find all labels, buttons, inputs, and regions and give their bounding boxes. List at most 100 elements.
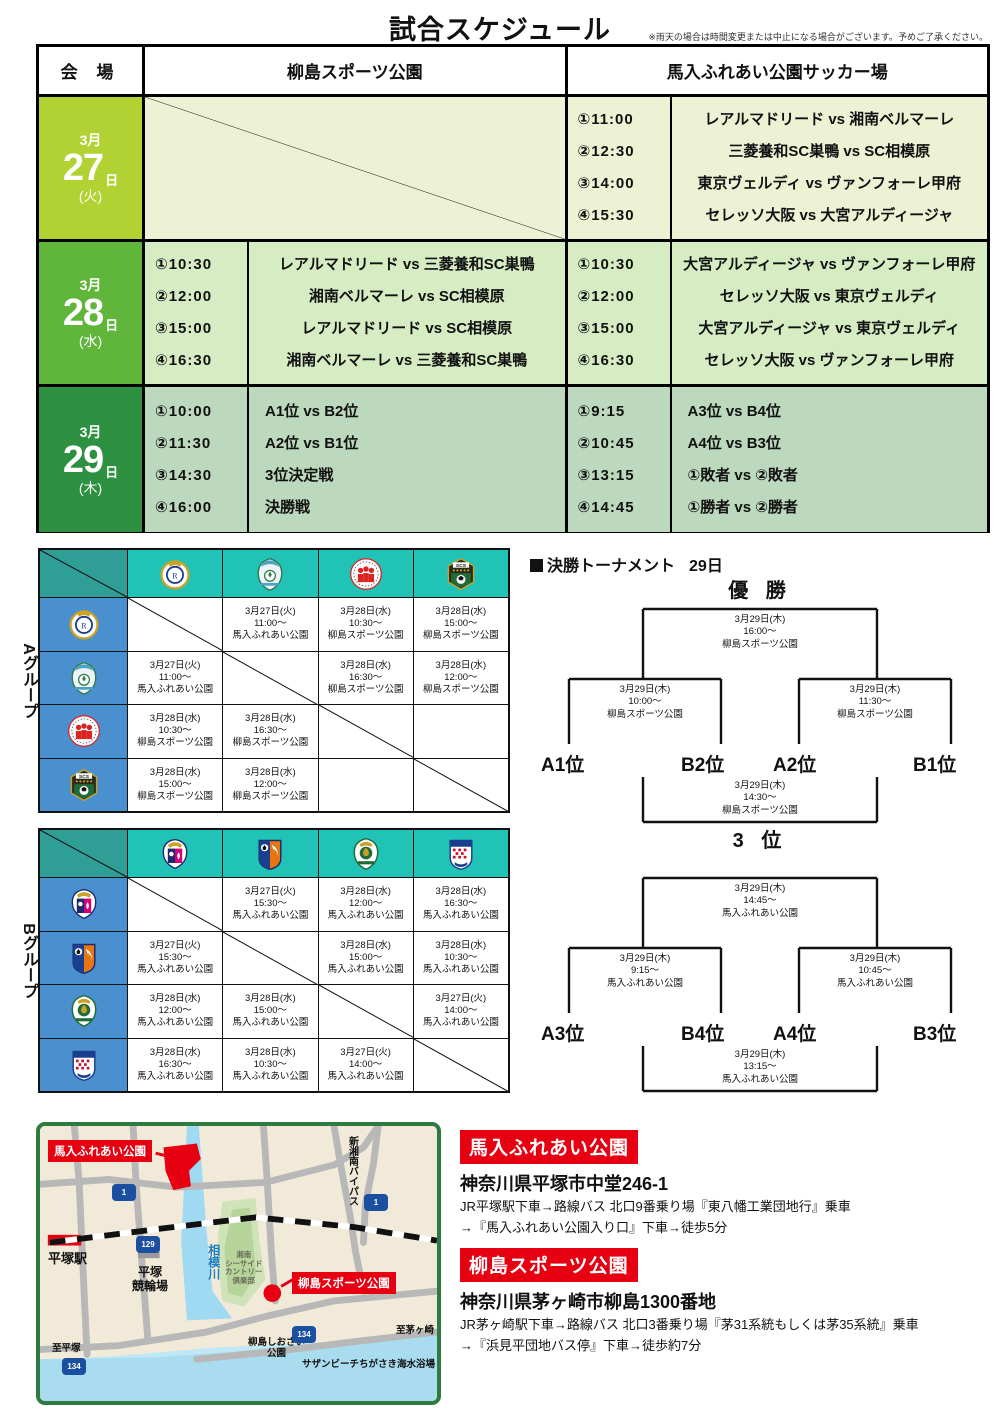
access-route-banyu-2: →『馬入ふれあい公園入り口』下車→徒歩5分 [460,1219,728,1235]
node-venue: 柳島スポーツ公園 [722,804,798,816]
group-b-matrix-wrap: Bグループ 3月27日(火)15:30〜馬入ふれあい公園 3月28日(水) 12:0… [10,828,510,1093]
match-teams: 3位決定戦 [265,466,334,484]
match-teams: ①勝者 vs ②勝者 [687,498,798,516]
seed-a2: A2位 [773,755,817,776]
venue-left-label: 柳島スポーツ公園 [145,47,568,94]
date-month: 3月 [79,277,102,293]
matrix-fixture-cell: 3月28日(水)15:00〜柳島スポーツ公園 [128,758,224,811]
map-label-banyu: 馬入ふれあい公園 [48,1140,152,1162]
matrix-fixture-cell: 3月28日(水)16:30〜柳島スポーツ公園 [319,651,414,704]
fixture-date: 3月28日(水) [340,886,391,898]
matrix-corner-cell [40,550,128,597]
match-time: ②12:00 [155,288,213,305]
crest-tokyo-verdy-icon [66,993,102,1029]
fixture-venue: 馬入ふれあい公園 [232,910,309,922]
fixture-venue: 馬入ふれあい公園 [232,1017,309,1029]
node-time: 14:30〜 [743,792,777,804]
crest-sc-sagamihara-icon: SCS [66,767,102,803]
crest-ventforet-kofu-icon [443,836,479,872]
fixture-venue: 馬入ふれあい公園 [232,630,309,642]
seed-a3: A3位 [541,1024,585,1045]
node-time: 14:45〜 [743,895,777,907]
match-teams: レアルマドリード vs 三菱養和SC巣鴨 [278,256,535,273]
crest-cerezo-osaka-icon [66,886,102,922]
fixture-date: 3月28日(水) [245,766,296,778]
date-day-unit: 日 [105,318,119,333]
match-teams: 東京ヴェルディ vs ヴァンフォーレ甲府 [697,175,962,192]
matrix-diagonal-cell [319,705,414,758]
fixture-time: 12:00〜 [253,778,288,790]
match-teams: A2位 vs B1位 [265,434,359,452]
match-time: ①9:15 [577,402,626,420]
matrix-diagonal-cell [128,878,224,931]
map-text-bypass: 新湘南バイパス [346,1136,358,1206]
access-map: 馬入ふれあい公園 柳島スポーツ公園 平塚駅 平塚 競輪場 相模川 湘南 シーサイ… [36,1122,441,1405]
match-time: ③14:30 [155,466,213,484]
match-time: ②12:30 [577,143,635,160]
node-venue: 柳島スポーツ公園 [607,708,683,720]
bracket-lines-bottom [567,876,953,1093]
node-date: 3月29日(木) [734,780,786,791]
node-venue: 柳島スポーツ公園 [722,638,798,650]
matrix-fixture-cell: 3月28日(水)15:00〜馬入ふれあい公園 [319,931,414,984]
map-text-to-chigasaki: 至茅ヶ崎 [396,1325,435,1336]
empty-diagonal [145,97,565,239]
fixture-time: 10:30〜 [158,725,192,737]
crest-real-madrid-icon: R [66,606,102,642]
node-date: 3月29日(木) [849,953,901,964]
match-teams: 湘南ベルマーレ vs 三菱養和SC巣鴨 [286,352,528,369]
map-route-134-east: 134 [292,1326,316,1343]
matrix-row-header: R [40,598,128,651]
fixture-venue: 馬入ふれあい公園 [327,910,404,922]
access-block-yanagishima: 柳島スポーツ公園 神奈川県茅ヶ崎市柳島1300番地 JR茅ヶ崎駅下車→路線バス … [460,1247,995,1356]
date-month: 3月 [79,423,102,440]
fixture-venue: 馬入ふれあい公園 [137,683,214,695]
fixture-venue: 柳島スポーツ公園 [137,737,214,749]
match-teams: ①敗者 vs ②敗者 [687,466,798,484]
crest-shonan-bellmare-icon [66,660,102,696]
matrix-row-header [40,985,128,1038]
match-teams: レアルマドリード vs 湘南ベルマーレ [704,111,955,128]
fixture-time: 16:30〜 [158,1058,192,1070]
matrix-fixture-cell: 3月27日(火)15:30〜馬入ふれあい公園 [128,931,224,984]
fixture-time: 15:30〜 [158,951,192,963]
match-teams: レアルマドリード vs SC相模原 [301,320,513,337]
node-time: 9:15〜 [631,965,659,977]
node-venue: 馬入ふれあい公園 [721,1073,798,1085]
matrix-fixture-cell: 3月27日(火)11:00〜馬入ふれあい公園 [223,598,319,651]
map-text-keirin: 平塚 競輪場 [132,1265,169,1293]
consolation-semi-right-info: 3月29日(木)10:45〜馬入ふれあい公園 [799,953,951,990]
bracket-title-text: 決勝トーナメント [547,558,676,575]
match-time: ③14:00 [577,175,635,192]
matrix-column-header [128,830,224,877]
matrix-blank-cell [413,705,508,758]
venue-right-label: 馬入ふれあい公園サッカー場 [666,63,888,82]
champion-label: 優 勝 [728,580,792,602]
matrix-column-header [318,830,414,877]
matrix-column-header [318,550,414,597]
fixture-time: 12:00〜 [158,1005,192,1017]
seed-b2: B2位 [681,755,725,776]
fixture-venue: 柳島スポーツ公園 [327,683,404,695]
date-day: 29 [62,438,104,481]
match-time: ④16:00 [155,498,213,516]
node-date: 3月29日(木) [619,953,671,964]
fixture-date: 3月28日(水) [340,606,391,618]
group-b-label: Bグループ [20,922,37,999]
node-time: 13:15〜 [743,1061,777,1073]
fixture-time: 15:30〜 [253,898,287,910]
